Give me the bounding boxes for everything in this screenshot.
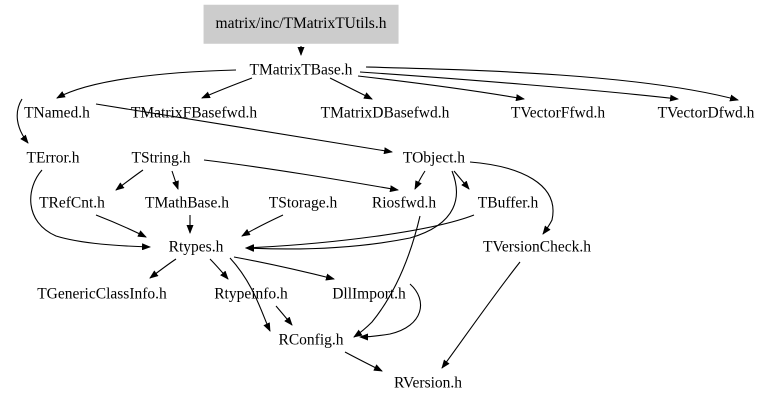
node-dllimport[interactable]: DllImport.h — [332, 286, 406, 302]
node-tstorage[interactable]: TStorage.h — [269, 195, 337, 211]
node-label: TRefCnt.h — [39, 194, 105, 212]
node-label: TVersionCheck.h — [482, 238, 592, 256]
edge-rconfig-rversion — [344, 351, 383, 372]
node-label: TString.h — [131, 149, 191, 167]
node-label: matrix/inc/TMatrixTUtils.h — [215, 14, 387, 32]
edge-tobject-riosfwd — [414, 170, 426, 190]
node-trefcnt[interactable]: TRefCnt.h — [39, 195, 105, 211]
edge-tnamed-tstring — [16, 98, 29, 144]
node-tstring[interactable]: TString.h — [132, 150, 191, 166]
node-riosfwd[interactable]: Riosfwd.h — [372, 195, 436, 211]
edge-rtypes-rtypeinfo — [209, 258, 229, 280]
node-label: TVectorDfwd.h — [657, 104, 755, 122]
edge-tbuffer-rtypes — [245, 214, 475, 252]
node-label: TGenericClassInfo.h — [37, 285, 167, 303]
edge-tmatrixtbase-tmatrixdbasefwd — [329, 77, 373, 100]
node-tvectordfwd[interactable]: TVectorDfwd.h — [658, 105, 755, 121]
node-label: RVersion.h — [393, 374, 463, 392]
node-label: TBuffer.h — [477, 194, 539, 212]
edge-tversioncheck-rversion — [441, 261, 521, 369]
node-rtypeinfo[interactable]: Rtypeinfo.h — [214, 286, 288, 302]
edge-tnamed-tobject — [95, 103, 393, 155]
edge-trefcnt-rtypes — [95, 214, 147, 238]
edge-tobject-tversioncheck — [469, 161, 554, 235]
edge-rtypes-tgenericclassinfo — [149, 258, 177, 279]
node-tmatrixtbase[interactable]: TMatrixTBase.h — [250, 62, 353, 78]
edge-terror-rtypes — [30, 169, 151, 251]
node-tmathbase[interactable]: TMathBase.h — [145, 195, 229, 211]
node-label: Riosfwd.h — [371, 194, 437, 212]
node-tobject[interactable]: TObject.h — [403, 150, 465, 166]
edge-tobject-rtypes — [245, 170, 457, 252]
node-label: Rtypeinfo.h — [214, 285, 288, 303]
node-root[interactable]: matrix/inc/TMatrixTUtils.h — [203, 4, 399, 44]
node-tmatrixfbasefwd[interactable]: TMatrixFBasefwd.h — [131, 105, 257, 121]
node-label: TMatrixFBasefwd.h — [130, 104, 258, 122]
node-rversion[interactable]: RVersion.h — [394, 375, 462, 391]
node-rtypes[interactable]: Rtypes.h — [169, 239, 224, 255]
node-tmatrixdbasefwd[interactable]: TMatrixDBasefwd.h — [321, 105, 450, 121]
node-label: TStorage.h — [268, 194, 338, 212]
edge-rtypeinfo-rconfig — [275, 305, 293, 326]
edge-tobject-tbuffer — [453, 170, 470, 190]
edge-tmatrixtbase-tvectorffwd — [357, 75, 525, 102]
node-label: TVectorFfwd.h — [510, 104, 606, 122]
node-rconfig[interactable]: RConfig.h — [278, 332, 343, 348]
node-label: TNamed.h — [24, 104, 90, 122]
node-label: TMatrixDBasefwd.h — [320, 104, 450, 122]
node-label: RConfig.h — [278, 331, 344, 349]
node-label: TMathBase.h — [145, 194, 229, 212]
edge-tstring-trefcnt — [115, 169, 144, 191]
edge-tmatrixtbase-tobject — [365, 66, 739, 102]
edge-tmatrixtbase-tvectordfwd — [359, 71, 679, 102]
node-tnamed[interactable]: TNamed.h — [24, 105, 90, 121]
edge-tmatrixtbase-tnamed — [56, 69, 237, 99]
node-label: TMatrixTBase.h — [249, 61, 353, 79]
edge-tstring-tmathbase — [171, 170, 179, 190]
edge-riosfwd-rconfig — [353, 215, 421, 338]
node-label: Rtypes.h — [168, 238, 224, 256]
edge-rtypes-rconfig — [229, 257, 271, 332]
node-label: TError.h — [26, 149, 80, 167]
edge-rtypes-dllimport — [233, 256, 335, 281]
node-label: TObject.h — [402, 149, 466, 167]
edge-tmatrixtbase-tmatrixfbasefwd — [201, 77, 253, 99]
node-label: DllImport.h — [332, 285, 406, 303]
edge-dllimport-rconfig — [359, 283, 422, 341]
edge-tstring-riosfwd — [203, 159, 399, 193]
node-tversioncheck[interactable]: TVersionCheck.h — [483, 239, 591, 255]
node-tvectorffwd[interactable]: TVectorFfwd.h — [511, 105, 605, 121]
edge-tstorage-rtypes — [241, 214, 284, 237]
node-tbuffer[interactable]: TBuffer.h — [478, 195, 538, 211]
node-terror[interactable]: TError.h — [27, 150, 80, 166]
node-tgenericclassinfo[interactable]: TGenericClassInfo.h — [37, 286, 167, 302]
